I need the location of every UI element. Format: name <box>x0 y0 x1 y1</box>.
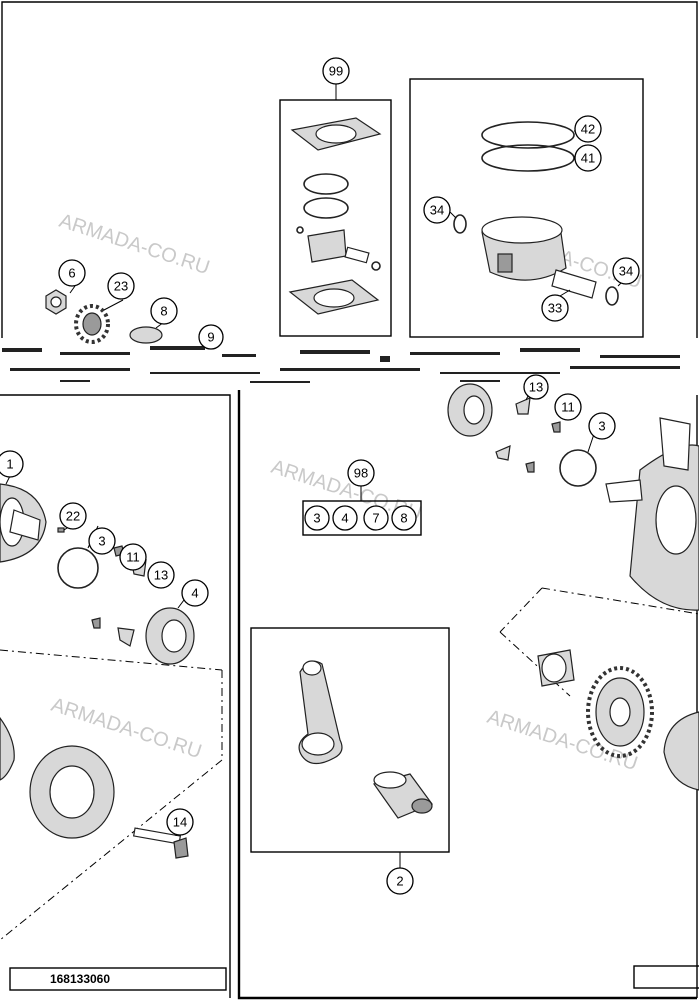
callout-label: 98 <box>354 466 368 481</box>
callout-label: 23 <box>114 279 128 294</box>
o-ring <box>303 173 349 195</box>
o-ring <box>303 197 349 219</box>
scan-noise-band <box>2 346 680 383</box>
callout-label: 34 <box>430 203 444 218</box>
callout-label: 33 <box>548 301 562 316</box>
left-section-parts: 168133060 <box>0 475 227 991</box>
callout-label: 9 <box>207 330 214 345</box>
kit-98-item-8[interactable]: 8 <box>391 505 417 531</box>
callout-label: 34 <box>619 264 633 279</box>
callout-23[interactable]: 23 <box>107 272 135 300</box>
callout-label: 3 <box>98 534 105 549</box>
callout-42[interactable]: 42 <box>574 115 602 143</box>
kit-98-item-4[interactable]: 4 <box>332 505 358 531</box>
callout-22[interactable]: 22 <box>59 502 87 530</box>
callout-label: 11 <box>126 550 140 565</box>
callout-11[interactable]: 11 <box>119 543 147 571</box>
top-left-parts <box>45 285 165 344</box>
callout-label: 6 <box>68 266 75 281</box>
callout-label: 14 <box>173 815 187 830</box>
piston-ring-42 <box>481 121 575 149</box>
callout-98[interactable]: 98 <box>347 459 375 487</box>
gasket-set-box <box>279 84 392 337</box>
callout-label: 2 <box>396 874 403 889</box>
screw-11a-lower <box>91 617 101 629</box>
callout-13[interactable]: 13 <box>147 561 175 589</box>
callout-34[interactable]: 34 <box>612 257 640 285</box>
callout-11[interactable]: 11 <box>554 393 582 421</box>
piston-pin <box>551 269 597 299</box>
callout-label: 8 <box>400 511 407 526</box>
callout-99[interactable]: 99 <box>322 57 350 85</box>
flywheel-partial <box>0 716 15 781</box>
callout-label: 7 <box>372 511 379 526</box>
bracket-13b-lower <box>495 445 511 461</box>
callout-label: 22 <box>66 509 80 524</box>
primary-gear <box>586 666 654 758</box>
crank-journal <box>9 509 41 541</box>
callout-9[interactable]: 9 <box>198 324 224 350</box>
callouts: 99 42 41 34 34 33 6 23 8 9 1 22 3 11 13 … <box>0 57 640 895</box>
callout-2[interactable]: 2 <box>386 867 414 895</box>
callout-3[interactable]: 3 <box>588 412 616 440</box>
screw-11b <box>551 421 561 433</box>
key-22 <box>57 527 65 533</box>
callout-label: 11 <box>561 400 575 415</box>
callout-1[interactable]: 1 <box>0 450 24 478</box>
callout-label: 13 <box>529 380 543 395</box>
callout-label: 8 <box>160 304 167 319</box>
document-number: 168133060 <box>50 972 110 986</box>
callout-label: 99 <box>329 64 343 79</box>
clutch-right-partial <box>663 711 699 791</box>
kit-98-item-7[interactable]: 7 <box>363 505 389 531</box>
crank-pin <box>659 417 691 471</box>
washer-8 <box>129 326 163 344</box>
callout-label: 13 <box>154 568 168 583</box>
callout-3[interactable]: 3 <box>88 527 116 555</box>
callout-label: 4 <box>191 586 198 601</box>
callout-label: 41 <box>581 151 595 166</box>
conrod-box <box>250 627 450 868</box>
crank-journal-right <box>605 479 643 503</box>
shim-3a <box>57 547 99 589</box>
axis-line-left <box>0 649 223 671</box>
callout-label: 42 <box>581 122 595 137</box>
bracket-13b <box>515 397 531 415</box>
callout-label: 3 <box>313 511 320 526</box>
doc-number-box-right <box>633 965 699 989</box>
piston-box <box>409 78 644 338</box>
piston-small <box>307 229 347 263</box>
callout-4[interactable]: 4 <box>181 579 209 607</box>
circlip-right <box>605 286 619 306</box>
callout-label: 1 <box>6 457 13 472</box>
callout-14[interactable]: 14 <box>166 808 194 836</box>
bracket-13a-lower <box>117 627 135 647</box>
shim-3b <box>559 449 597 487</box>
axis-line-right <box>499 587 543 633</box>
callout-6[interactable]: 6 <box>58 259 86 287</box>
circlip-left <box>453 214 467 234</box>
callout-34[interactable]: 34 <box>423 196 451 224</box>
piston-ring-41 <box>481 144 575 172</box>
callout-13[interactable]: 13 <box>523 374 549 400</box>
kit-98-box: 3 4 7 8 <box>302 486 422 536</box>
kit-98-item-3[interactable]: 3 <box>304 505 330 531</box>
callout-label: 4 <box>341 511 348 526</box>
gear-23 <box>74 304 110 344</box>
callout-label: 3 <box>598 419 605 434</box>
callout-41[interactable]: 41 <box>574 144 602 172</box>
callout-8[interactable]: 8 <box>150 297 178 325</box>
right-section-parts <box>447 383 699 989</box>
callout-33[interactable]: 33 <box>541 294 569 322</box>
doc-number-box <box>9 967 227 991</box>
